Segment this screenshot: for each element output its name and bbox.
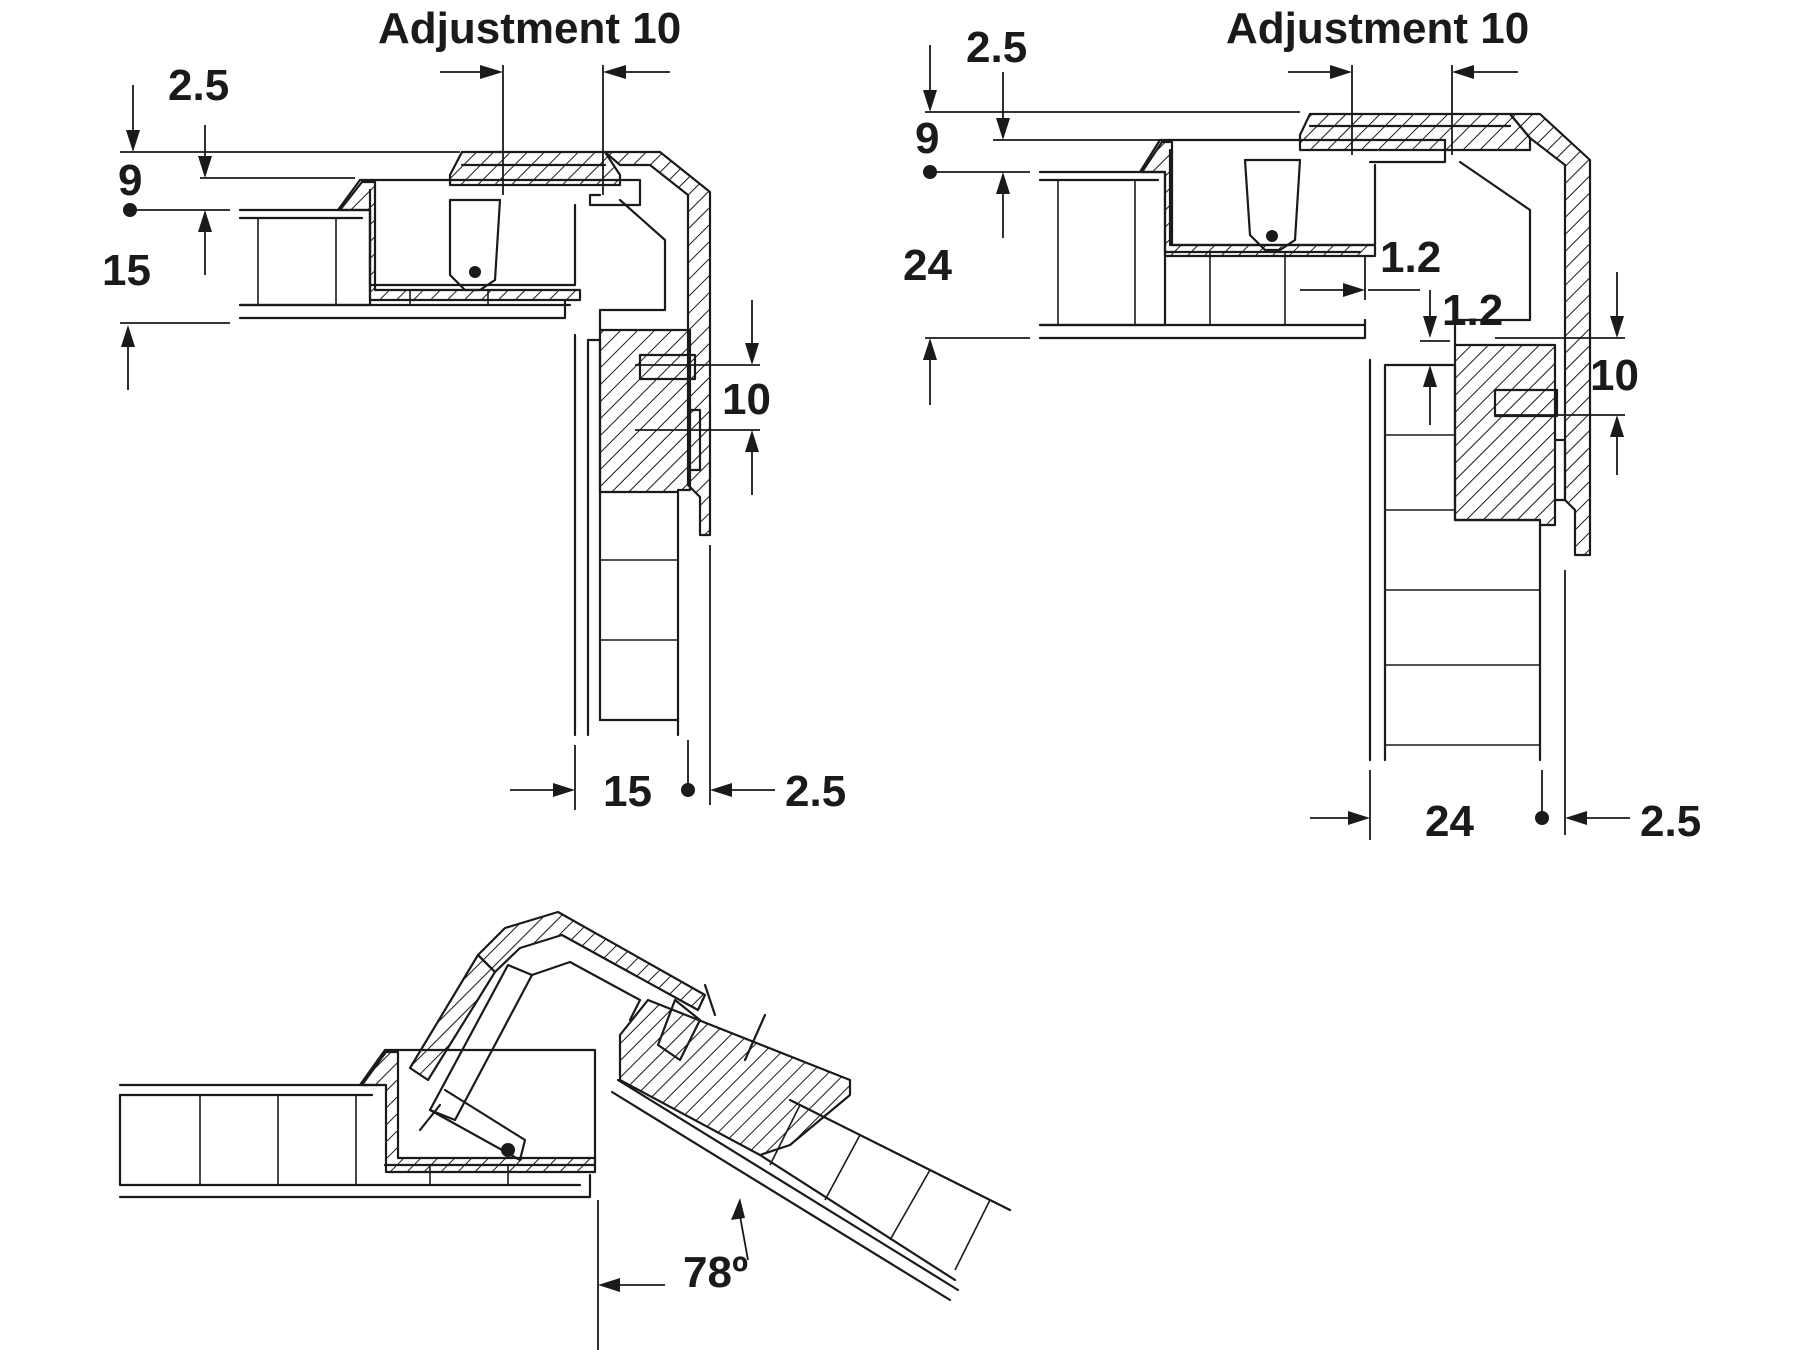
dim-adjustment-24: Adjustment 10 (1226, 4, 1529, 155)
dim-offset-top-15: 2.5 (120, 61, 460, 179)
door-panel-open (610, 1078, 1012, 1302)
door-panel-15 (573, 333, 680, 737)
label-cup-depth-24: 9 (915, 114, 939, 163)
label-opening-angle: 78º (683, 1248, 748, 1297)
dim-door-24: 24 2.5 (1310, 570, 1701, 846)
door-panel-24 (1368, 358, 1542, 762)
label-gap-a-24: 1.2 (1380, 233, 1441, 282)
mounting-block-24 (1453, 343, 1567, 527)
dim-offset-top-24: 2.5 (925, 23, 1300, 141)
label-pin-offset-24: 10 (1590, 351, 1639, 400)
mounting-block-open (618, 983, 852, 1157)
dim-gap-24: 1.2 1.2 (1300, 233, 1503, 425)
dim-pin-offset-24: 10 (1495, 272, 1639, 475)
label-gap-b-24: 1.2 (1442, 286, 1503, 335)
label-panel-thickness-24: 24 (903, 241, 952, 290)
label-overlay-24: 2.5 (1640, 797, 1701, 846)
label-door-thickness-15: 15 (603, 767, 652, 816)
hinge-24mm-view: Adjustment 10 2.5 9 24 (903, 4, 1701, 846)
hinge-15mm-view: Adjustment 10 2.5 9 15 (102, 4, 846, 816)
mounting-block-15 (598, 328, 702, 494)
dim-panel-thickness-15: 15 (102, 209, 230, 390)
label-offset-top-24: 2.5 (966, 23, 1027, 72)
label-pin-offset-15: 10 (722, 375, 771, 424)
dim-cup-depth-15: 9 (118, 85, 142, 217)
hinge-arm-24 (1453, 112, 1592, 557)
label-offset-top-15: 2.5 (168, 61, 229, 110)
label-panel-thickness-15: 15 (102, 246, 151, 295)
label-door-thickness-24: 24 (1425, 797, 1474, 846)
hinge-cup-15 (336, 150, 642, 302)
dim-cup-depth-24: 9 (915, 45, 939, 179)
cabinet-panel-24 (1038, 170, 1367, 340)
cabinet-panel-15 (238, 208, 572, 320)
label-overlay-15: 2.5 (785, 767, 846, 816)
hinge-open-view: 78º (118, 910, 1012, 1350)
dim-opening-angle: 78º (597, 1198, 749, 1350)
label-adjustment-15: Adjustment 10 (378, 4, 681, 53)
hinge-arm-open (408, 910, 707, 1082)
cabinet-panel-open (118, 1083, 592, 1199)
dim-panel-thickness-24: 24 (903, 171, 1030, 405)
dim-adjustment-15: Adjustment 10 (378, 4, 681, 195)
label-adjustment-24: Adjustment 10 (1226, 4, 1529, 53)
label-cup-depth-15: 9 (118, 156, 142, 205)
dim-pin-offset-15: 10 (635, 300, 771, 495)
dim-door-15: 15 2.5 (510, 545, 846, 816)
hinge-cup-24 (1138, 112, 1532, 258)
